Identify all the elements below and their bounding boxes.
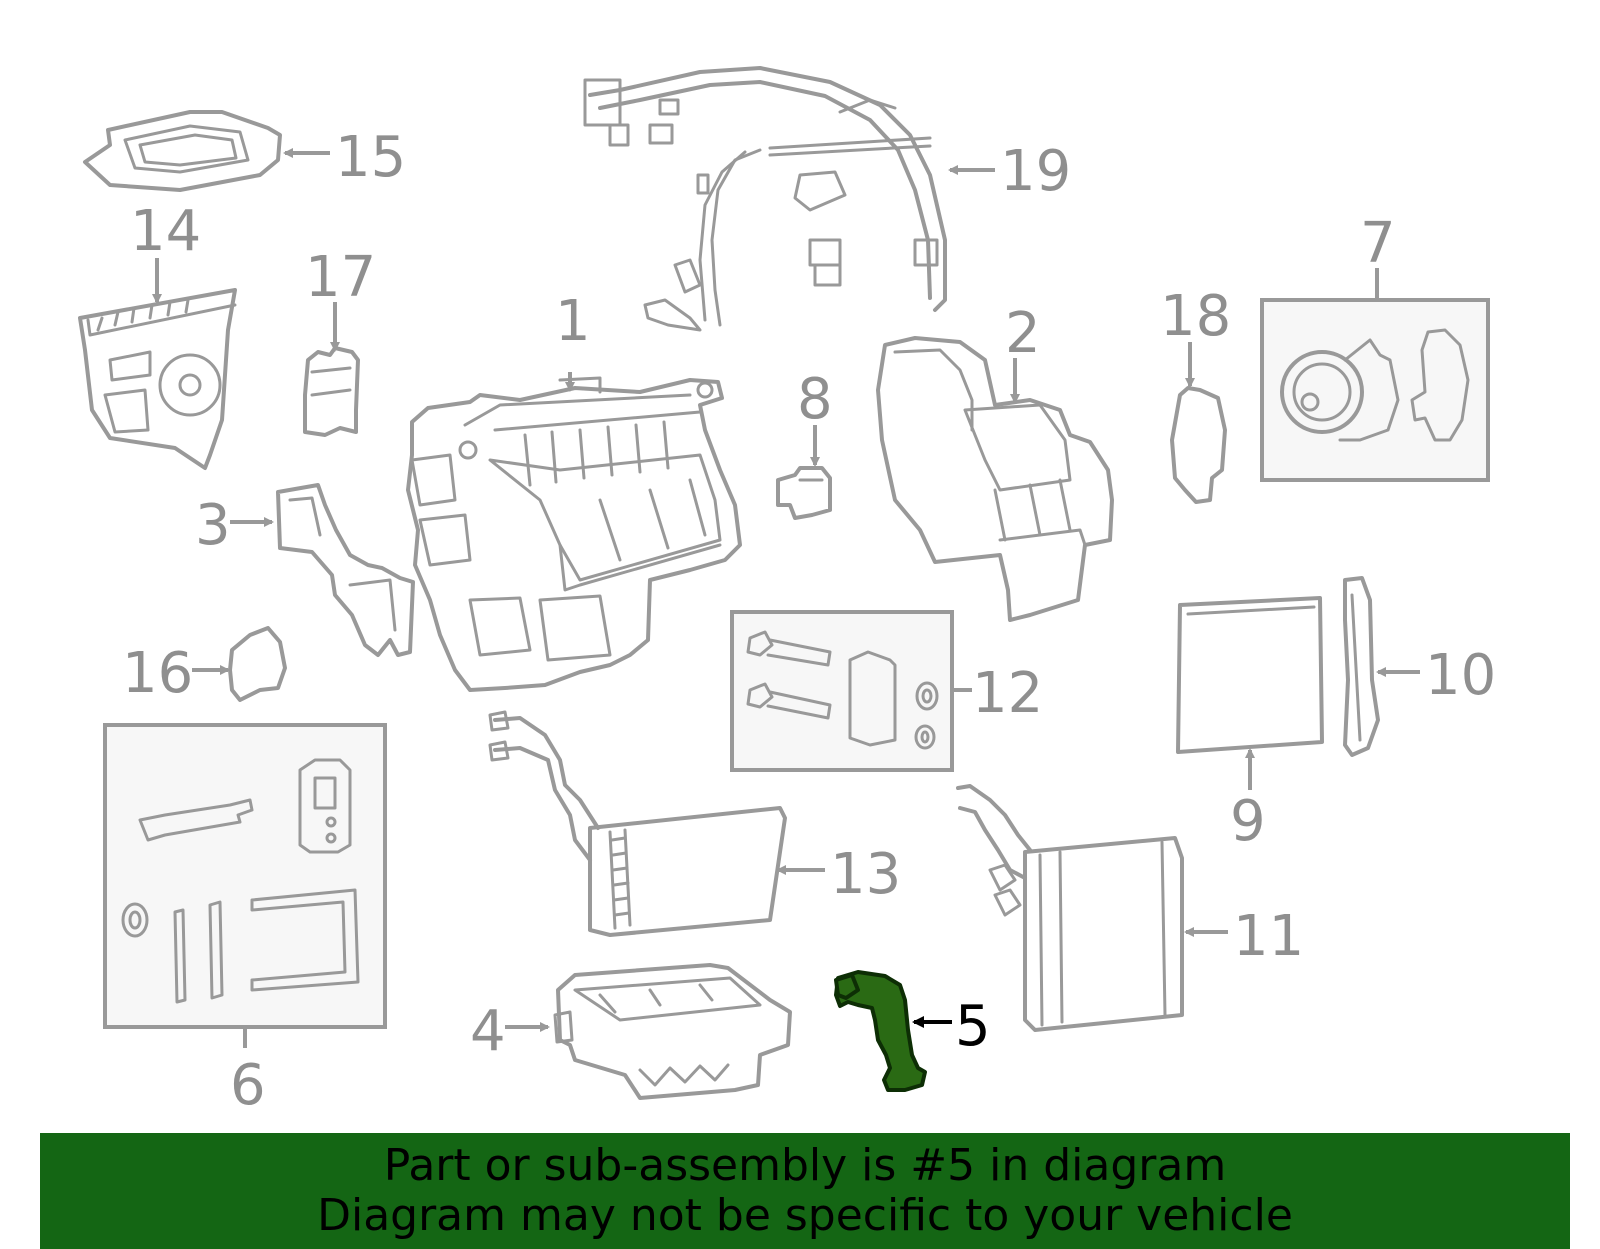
callout-12: 12: [972, 661, 1043, 726]
banner-line-2: Diagram may not be specific to your vehi…: [317, 1190, 1293, 1241]
callout-16: 16: [122, 641, 193, 706]
part-14-blower-housing: [78, 288, 237, 470]
part-8-actuator: [776, 466, 832, 520]
callout-19: 19: [1000, 139, 1071, 204]
callout-1: 1: [555, 289, 591, 354]
part-12-hardware-kit: [730, 610, 954, 772]
callout-14: 14: [130, 199, 201, 264]
part-3-duct: [276, 483, 415, 657]
part-16-clip: [228, 626, 287, 702]
callout-10: 10: [1425, 643, 1496, 708]
callout-3: 3: [195, 493, 231, 558]
callout-15: 15: [335, 125, 406, 190]
callout-4: 4: [470, 999, 506, 1064]
callout-6: 6: [230, 1053, 266, 1118]
part-13-heater-core: [488, 710, 787, 937]
callout-11: 11: [1233, 904, 1304, 969]
part-11-evaporator: [956, 784, 1184, 1032]
part-10-filter-door: [1343, 576, 1380, 757]
callout-2: 2: [1005, 301, 1041, 366]
part-19-wiring-harness: [583, 66, 947, 332]
part-9-filter: [1176, 596, 1324, 754]
part-18-cover: [1170, 386, 1227, 504]
part-15-seal: [83, 110, 282, 192]
callout-8: 8: [797, 367, 833, 432]
part-2-blower-case: [876, 336, 1114, 622]
callout-7: 7: [1360, 211, 1396, 276]
info-banner: Part or sub-assembly is #5 in diagram Di…: [40, 1133, 1570, 1249]
part-7-blower-motor: [1260, 298, 1490, 482]
part-1-hvac-case: [406, 376, 742, 692]
callout-13: 13: [830, 842, 901, 907]
callout-9: 9: [1230, 789, 1266, 854]
callout-5: 5: [955, 994, 991, 1059]
part-17-bracket: [303, 346, 360, 437]
part-4-lower-case: [553, 963, 792, 1100]
callout-18: 18: [1160, 284, 1231, 349]
callout-17: 17: [305, 245, 376, 310]
part-6-seal-kit: [103, 723, 387, 1029]
banner-line-1: Part or sub-assembly is #5 in diagram: [383, 1140, 1227, 1191]
part-5-drain-hose: [834, 970, 927, 1092]
